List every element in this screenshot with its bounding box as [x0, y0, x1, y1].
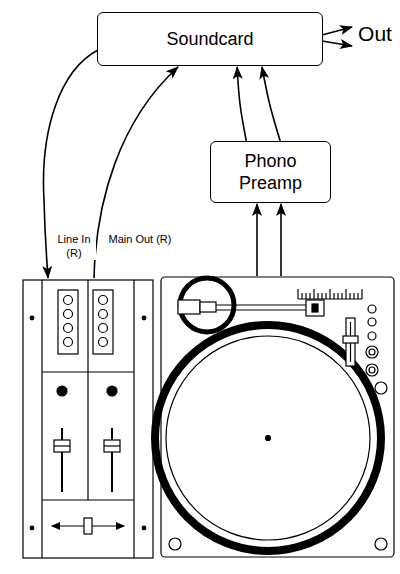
- deck-buttons-part: [369, 367, 375, 373]
- output-arrows-part: [322, 27, 352, 35]
- pitch-scale-part: [297, 289, 298, 299]
- turntable-part: [161, 277, 394, 557]
- pitch-scale-part: [321, 293, 322, 299]
- mixer-part: [42, 499, 134, 500]
- pitch-scale-part: [357, 293, 358, 299]
- deck-buttons-part: [366, 346, 378, 358]
- channel-faders-part: [54, 445, 70, 446]
- deck-buttons-part: [368, 318, 376, 326]
- pitch-scale-part: [317, 293, 318, 299]
- tonearm-part: [200, 302, 216, 312]
- signal-arrow: [237, 67, 246, 141]
- mixer-cables: [43, 50, 178, 278]
- crossfader: [52, 518, 124, 534]
- mixer-cables-part: [43, 50, 98, 278]
- mixer: [23, 280, 153, 558]
- channel-faders: [54, 428, 120, 492]
- deck-buttons-part: [368, 332, 376, 340]
- mixer-knobs-part: [99, 310, 108, 319]
- pitch-scale-part: [325, 293, 326, 299]
- mixer-knobs-part: [99, 324, 108, 333]
- crossfader-part: [84, 518, 92, 534]
- mixer-knobs-part: [64, 310, 73, 319]
- pitch-scale-part: [309, 293, 310, 299]
- turntable-part: [375, 538, 387, 550]
- deck-buttons: [366, 305, 378, 376]
- mixer-knobs-part: [64, 338, 73, 347]
- pitch-scale-part: [329, 289, 330, 299]
- output-label: Out: [356, 22, 394, 46]
- phono-cables-part: [256, 204, 258, 276]
- mixer-part: [87, 280, 88, 500]
- pitch-scale-part: [341, 293, 342, 299]
- mixer-part: [142, 316, 146, 320]
- mixer-part: [107, 386, 117, 396]
- box-title: Soundcard: [162, 28, 257, 50]
- pitch-scale-part: [313, 289, 314, 299]
- mixer-part: [30, 526, 34, 530]
- mixer-part: [57, 386, 67, 396]
- mixer-knobs-part: [64, 324, 73, 333]
- deck-buttons-part: [369, 349, 375, 355]
- mixer-part: [142, 526, 146, 530]
- mixer-part: [133, 280, 134, 558]
- channel-faders-part: [61, 428, 63, 492]
- pitch-scale-part: [333, 293, 334, 299]
- tonearm-part: [306, 300, 324, 316]
- turntable-part: [169, 538, 181, 550]
- pitch-scale: [298, 289, 362, 299]
- mixer-knobs-part: [64, 296, 73, 305]
- output-arrows: [322, 27, 352, 46]
- tonearm: [178, 278, 324, 332]
- tonearm-part: [216, 304, 306, 305]
- mixer-part: [58, 290, 78, 354]
- channel-faders-part: [104, 440, 120, 452]
- box-title: Phono Preamp: [211, 150, 330, 194]
- tonearm-part: [178, 300, 200, 314]
- channel-faders-part: [54, 440, 70, 452]
- pitch-scale-part: [305, 293, 306, 299]
- channel-faders-part: [104, 445, 120, 446]
- cable-label: Main Out (R): [106, 232, 174, 246]
- mixer-part: [93, 290, 113, 354]
- channel-faders-part: [111, 428, 113, 492]
- pitch-scale-part: [349, 293, 350, 299]
- mixer-part: [30, 316, 34, 320]
- preamp-box: Phono Preamp: [210, 141, 331, 203]
- pitch-slider-part: [343, 336, 358, 343]
- soundcard-box: Soundcard: [97, 12, 323, 66]
- output-arrows-part: [322, 41, 352, 46]
- mixer-cables-part: [94, 67, 178, 278]
- platter-part: [166, 336, 370, 540]
- pitch-scale-part: [353, 293, 354, 299]
- deck-buttons-part: [366, 364, 378, 376]
- cable-label: Line In (R): [52, 232, 96, 260]
- mixer-knobs-part: [99, 338, 108, 347]
- phono-cables-part: [280, 204, 282, 276]
- turntable-part: [375, 382, 387, 394]
- pitch-scale-part: [301, 293, 302, 299]
- turntable: [155, 277, 394, 557]
- tonearm-part: [312, 304, 318, 312]
- mixer-part: [41, 280, 42, 558]
- platter-part: [266, 436, 271, 441]
- tonearm-part: [216, 309, 306, 310]
- pitch-scale-part: [345, 289, 346, 299]
- pitch-slider: [343, 318, 358, 366]
- signal-arrow: [262, 67, 280, 141]
- mixer-knobs: [64, 296, 108, 347]
- deck-buttons-part: [368, 305, 376, 313]
- mixer-part: [23, 280, 153, 558]
- pitch-scale-part: [361, 289, 362, 299]
- mixer-knobs-part: [99, 296, 108, 305]
- pitch-scale-part: [337, 293, 338, 299]
- phono-cables: [257, 204, 281, 276]
